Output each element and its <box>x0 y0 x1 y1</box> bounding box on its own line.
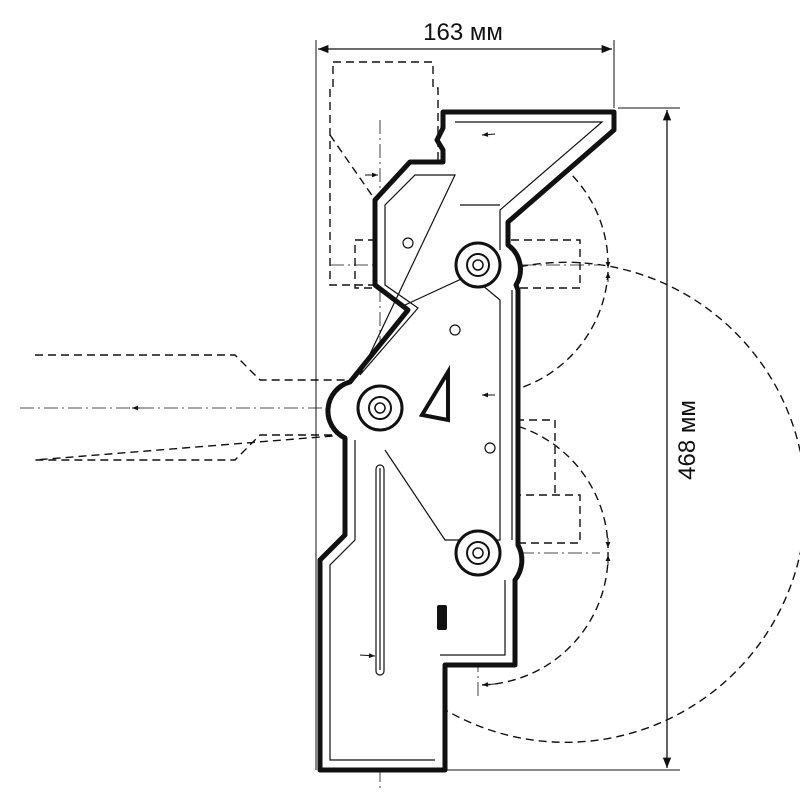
width-label: 163 мм <box>423 19 503 46</box>
triangle-mark <box>418 364 450 423</box>
height-label: 468 мм <box>674 400 701 480</box>
latch <box>437 605 447 630</box>
width-dimension: 163 мм <box>315 19 615 770</box>
hinge-body <box>317 109 617 773</box>
rotation-arrows <box>132 132 611 687</box>
height-dimension: 468 мм <box>440 107 701 771</box>
pivot-top <box>454 241 502 289</box>
pivot-middle <box>356 384 404 432</box>
pivot-bottom <box>454 529 502 577</box>
